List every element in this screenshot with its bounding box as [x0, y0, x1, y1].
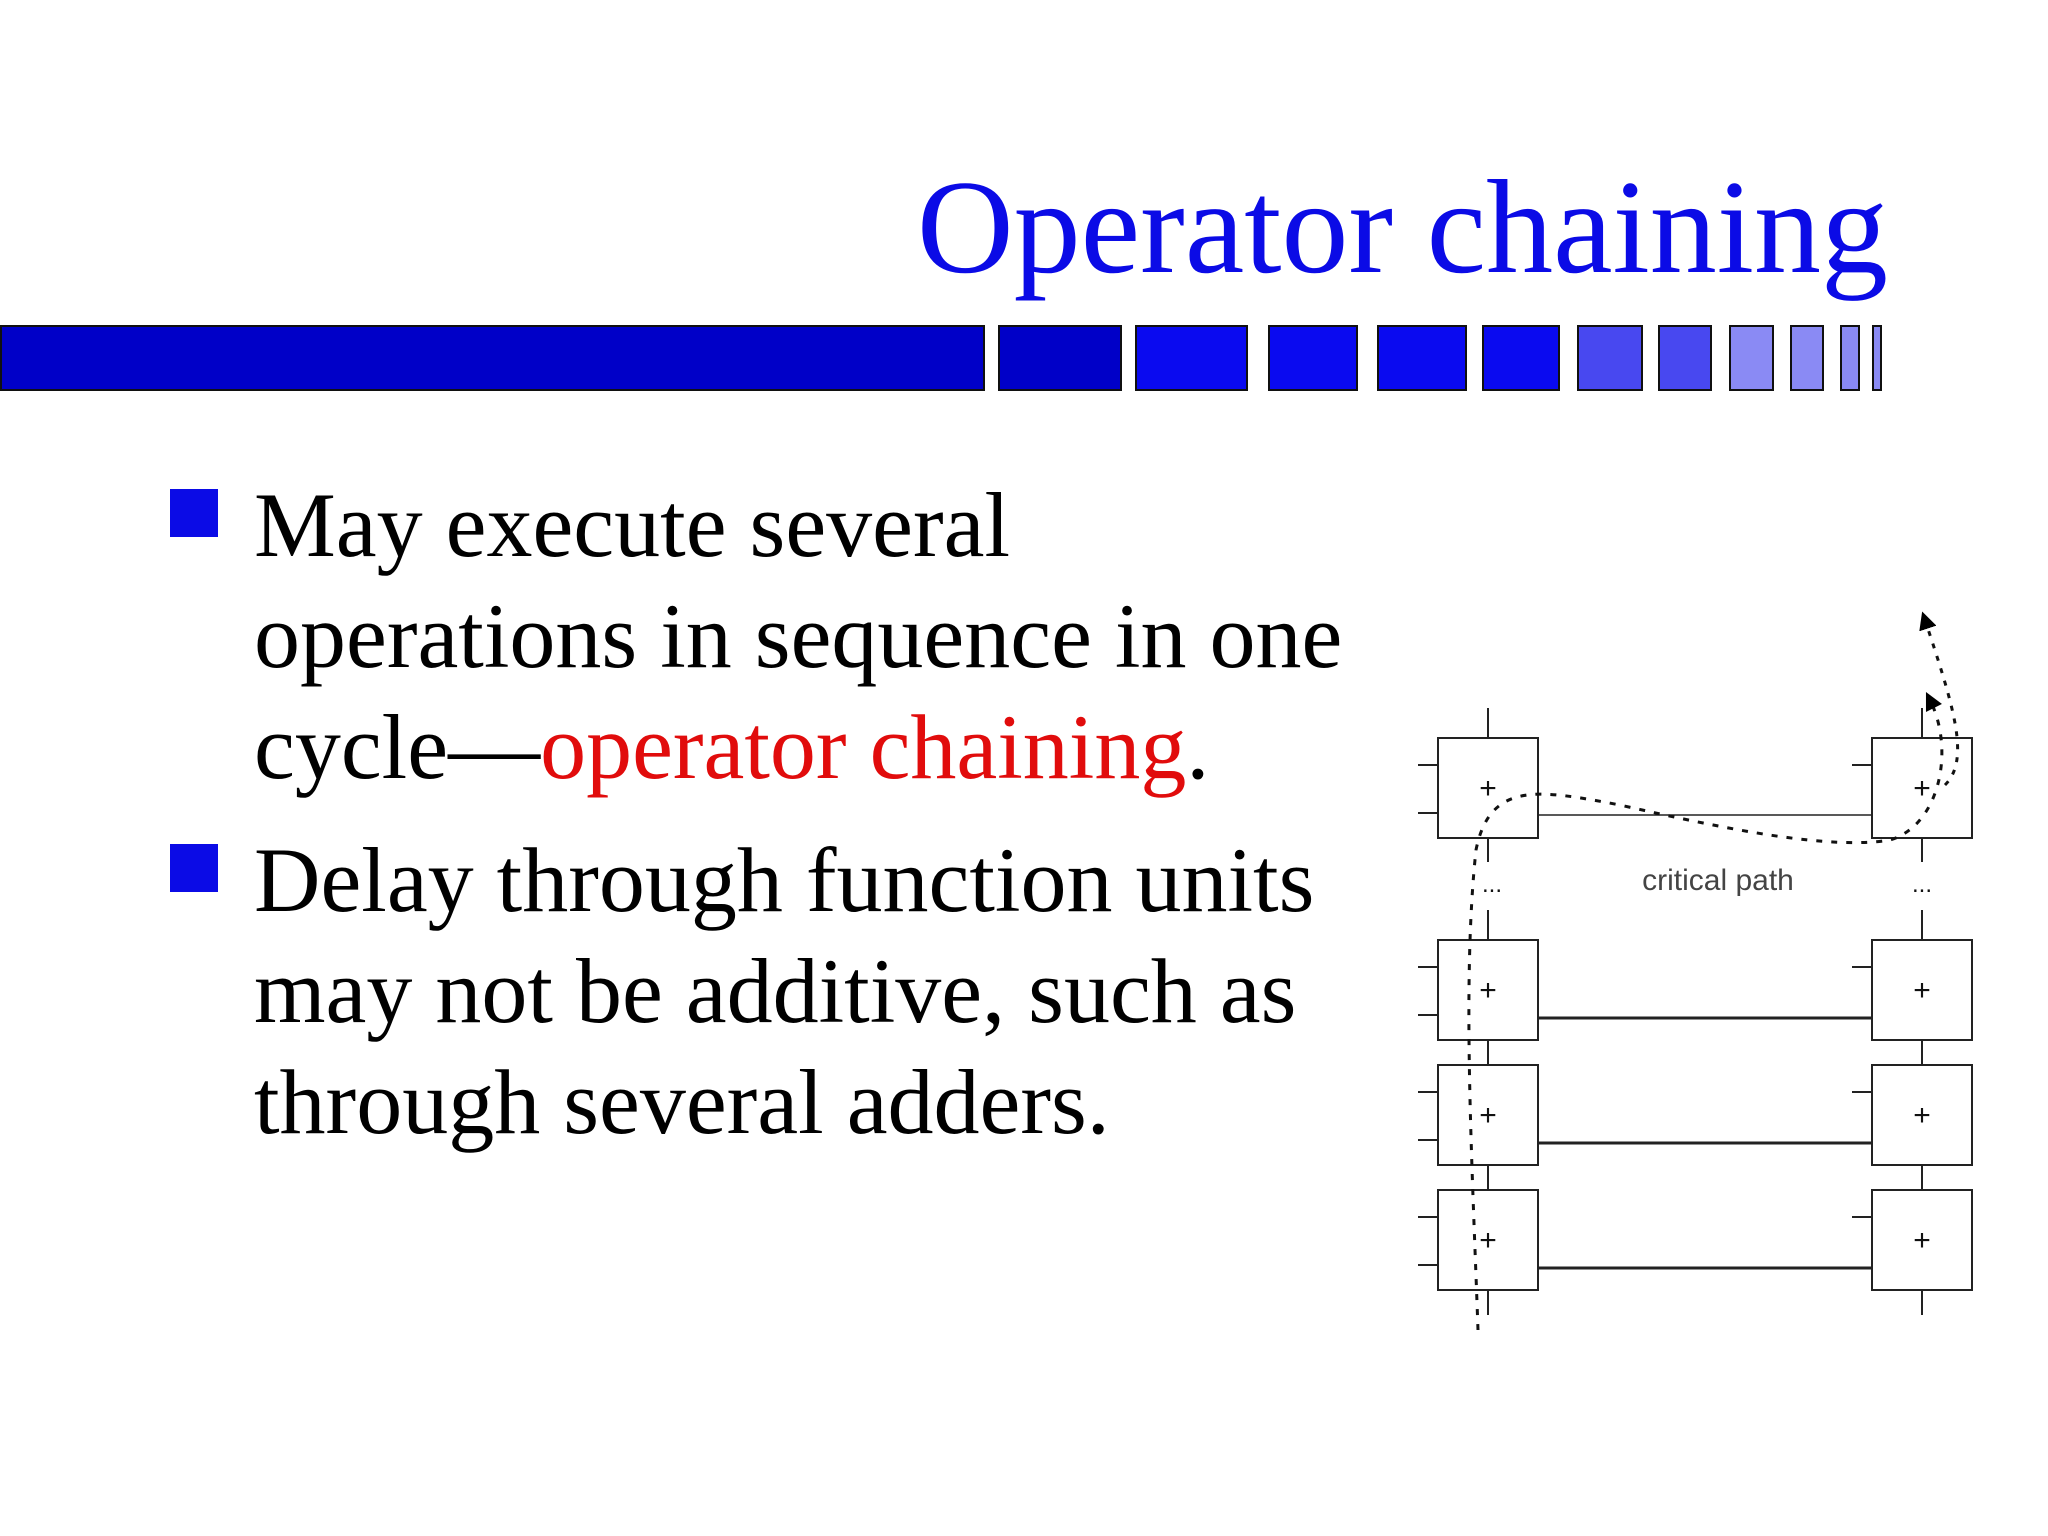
- bar-segment: [1840, 325, 1860, 391]
- bullet-text: May execute several operations in sequen…: [254, 474, 1343, 798]
- critical-path-label: critical path: [1642, 864, 1794, 897]
- adder-column-left: [1418, 708, 1539, 1315]
- adder-plus-label: +: [1913, 974, 1931, 1007]
- highlight-term: operator chaining: [540, 696, 1187, 798]
- adder-column-right: [1852, 708, 1973, 1315]
- title-decoration-bar: [0, 325, 2048, 393]
- critical-path-line: [1467, 691, 1944, 1330]
- square-bullet-icon: [170, 844, 218, 892]
- bar-segment: [998, 325, 1122, 391]
- row-connections: [1538, 814, 1872, 1270]
- bar-segment: [0, 325, 985, 391]
- adder-plus-label: +: [1913, 1224, 1931, 1257]
- adder-plus-label: +: [1913, 772, 1931, 805]
- square-bullet-icon: [170, 489, 218, 537]
- adder-plus-label: +: [1479, 1224, 1497, 1257]
- ellipsis-left: ...: [1482, 871, 1502, 898]
- bullet-item: May execute several operations in sequen…: [168, 470, 1388, 803]
- adder-plus-label: +: [1479, 974, 1497, 1007]
- adder-plus-label: +: [1479, 1099, 1497, 1132]
- bullet-list: May execute several operations in sequen…: [168, 470, 1388, 1180]
- bullet-text-end: .: [1186, 696, 1210, 798]
- bar-segment: [1482, 325, 1560, 391]
- bar-segment: [1658, 325, 1712, 391]
- bar-segment: [1872, 325, 1882, 391]
- adder-plus-label: +: [1479, 772, 1497, 805]
- bar-segment: [1577, 325, 1643, 391]
- adder-chain-diagram: + + + + + + + + ... ... critical path: [1418, 611, 1973, 1330]
- adder-plus-label: +: [1913, 1099, 1931, 1132]
- bar-segment: [1729, 325, 1774, 391]
- bar-segment: [1377, 325, 1467, 391]
- slide-title: Operator chaining: [916, 153, 1888, 301]
- bullet-item: Delay through function units may not be …: [168, 825, 1388, 1158]
- bar-segment: [1790, 325, 1824, 391]
- bar-segment: [1135, 325, 1248, 391]
- ellipsis-right: ...: [1912, 871, 1932, 898]
- bar-segment: [1268, 325, 1358, 391]
- bullet-text: Delay through function units may not be …: [254, 829, 1315, 1153]
